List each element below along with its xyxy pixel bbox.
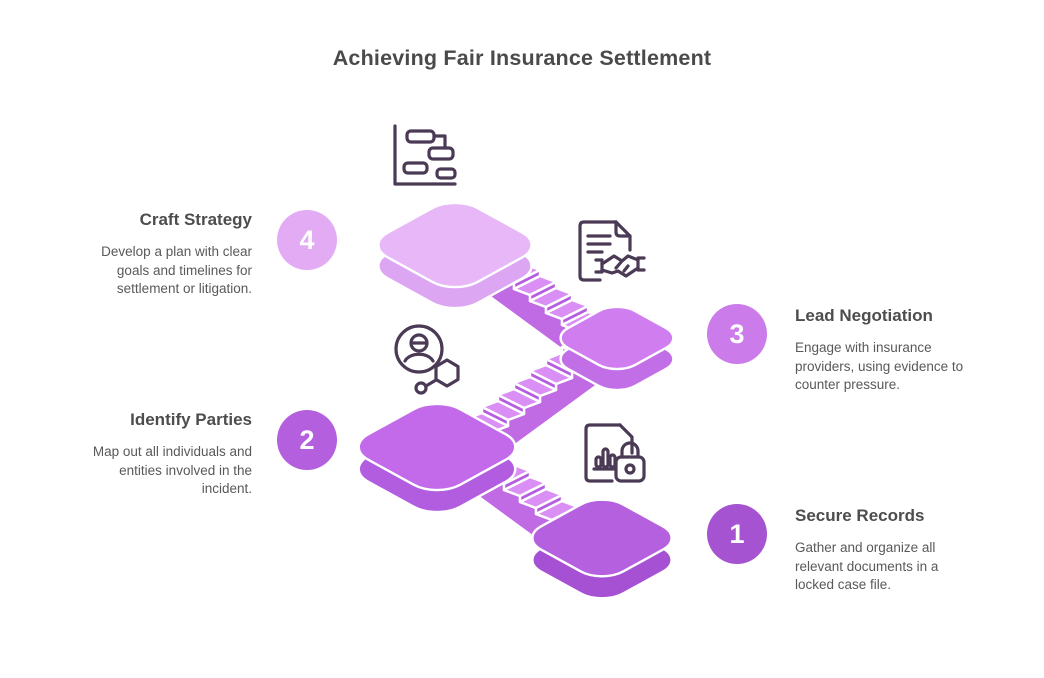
platform-step-1 [520, 493, 684, 605]
platform-step-4 [365, 196, 545, 316]
page-title: Achieving Fair Insurance Settlement [332, 46, 712, 70]
step-heading: Craft Strategy [139, 210, 252, 229]
platform-step-2 [345, 396, 529, 519]
step-4-badge: 4 [277, 210, 337, 270]
step-3-label: Lead Negotiation Engage with insurance p… [795, 305, 975, 395]
step-description: Develop a plan with clear goals and time… [101, 244, 252, 296]
platform-step-3 [550, 301, 684, 396]
step-heading: Lead Negotiation [795, 306, 933, 325]
step-description: Engage with insurance providers, using e… [795, 340, 964, 392]
step-1-label: Secure Records Gather and organize all r… [795, 505, 975, 595]
step-1-number: 1 [729, 518, 745, 549]
step-4-label: Craft Strategy Develop a plan with clear… [84, 209, 252, 299]
step-description: Gather and organize all relevant documen… [795, 540, 939, 592]
gantt-chart-icon [393, 124, 457, 186]
step-description: Map out all individuals and entities inv… [92, 444, 252, 496]
locked-file-icon [584, 423, 646, 483]
step-3-number: 3 [729, 318, 745, 349]
step-heading: Secure Records [795, 506, 925, 525]
person-network-icon [394, 324, 460, 395]
contract-handshake-icon [578, 220, 646, 282]
step-2-label: Identify Parties Map out all individuals… [84, 409, 252, 499]
step-2-number: 2 [299, 424, 315, 455]
step-heading: Identify Parties [130, 410, 252, 429]
step-1-badge: 1 [707, 504, 767, 564]
step-3-badge: 3 [707, 304, 767, 364]
step-2-badge: 2 [277, 410, 337, 470]
step-4-number: 4 [299, 224, 315, 255]
